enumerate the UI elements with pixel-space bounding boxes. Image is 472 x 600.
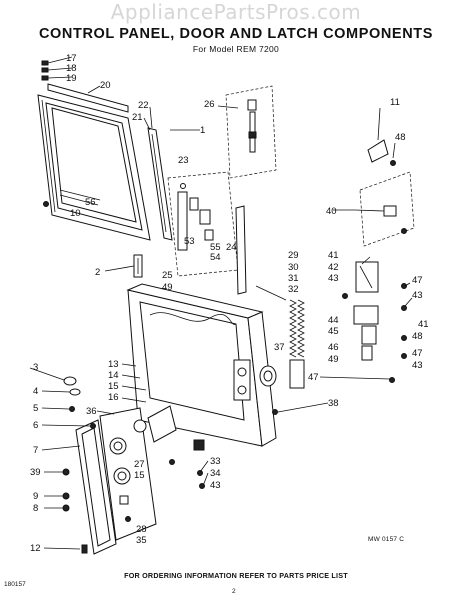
callout-32: 32: [288, 284, 299, 295]
control-panel-frame: [126, 283, 305, 447]
diagram-title: CONTROL PANEL, DOOR AND LATCH COMPONENTS: [38, 26, 433, 42]
callout-2: 2: [95, 267, 100, 278]
callout-7: 7: [33, 445, 38, 456]
footer-code: 180157: [4, 581, 26, 588]
callout-25: 25: [162, 270, 173, 281]
callout-30: 30: [288, 262, 299, 273]
callout-45: 45: [328, 326, 339, 337]
latch-assembly: [167, 171, 247, 295]
callout-43b: 43: [412, 290, 423, 301]
callout-50: 49: [328, 354, 339, 365]
callout-15: 15: [108, 381, 119, 392]
callout-20: 20: [100, 80, 111, 91]
callout-33: 33: [210, 456, 221, 467]
latch-parts-right: [272, 261, 407, 415]
upper-right-parts: [359, 139, 415, 247]
page-number: 2: [232, 588, 236, 595]
callout-3: 3: [33, 362, 38, 373]
control-knob-panel: [62, 376, 205, 555]
callout-1: 1: [200, 125, 205, 136]
callout-28: 28: [136, 524, 147, 535]
callout-labels: 17 18 19 20 22 21 1 26 23 56 10 53 55 24…: [30, 53, 429, 554]
callout-47: 47: [412, 275, 423, 286]
callout-41: 41: [328, 250, 339, 261]
watermark: AppliancePartsPros.com: [110, 0, 362, 24]
callout-10: 10: [70, 208, 81, 219]
callout-24: 24: [226, 242, 237, 253]
callout-6: 6: [33, 420, 38, 431]
callout-53: 54: [210, 252, 221, 263]
callout-31: 31: [288, 273, 299, 284]
callout-39: 39: [30, 467, 41, 478]
callout-13: 13: [108, 359, 119, 370]
callout-21: 21: [132, 112, 143, 123]
callout-36: 36: [86, 406, 97, 417]
callout-46: 46: [328, 342, 339, 353]
callout-43c: 43: [412, 360, 423, 371]
callout-26: 26: [204, 99, 215, 110]
callout-43d: 43: [210, 480, 221, 491]
callout-9: 9: [33, 491, 38, 502]
callout-54: 55: [210, 242, 221, 253]
door-assembly: [37, 60, 173, 278]
callout-52: 53: [184, 236, 195, 247]
callout-34: 34: [210, 468, 221, 479]
callout-11: 11: [390, 97, 400, 108]
leader-lines: [29, 56, 413, 550]
callout-23: 23: [178, 155, 189, 166]
callout-35: 35: [136, 535, 147, 546]
ordering-note: FOR ORDERING INFORMATION REFER TO PARTS …: [124, 571, 348, 580]
callout-5: 5: [33, 403, 38, 414]
callout-37: 37: [274, 342, 285, 353]
callout-42: 42: [328, 262, 339, 273]
model-subtitle: For Model REM 7200: [192, 44, 280, 54]
callout-4: 4: [33, 386, 38, 397]
callout-29: 29: [288, 250, 299, 261]
callout-27: 27: [134, 459, 145, 470]
callout-48: 48: [395, 132, 406, 143]
callout-19: 19: [66, 73, 77, 84]
callout-14: 14: [108, 370, 119, 381]
callout-55: 56: [85, 197, 96, 208]
callout-18: 18: [66, 63, 77, 74]
callout-17: 17: [66, 53, 77, 64]
callout-12: 12: [30, 543, 41, 554]
drawing-code: MW 0157 C: [368, 536, 405, 543]
callout-40: 40: [326, 206, 337, 217]
callout-41b: 41: [418, 319, 429, 330]
callout-48b: 48: [412, 331, 423, 342]
callout-43: 43: [328, 273, 339, 284]
callout-44: 44: [328, 315, 339, 326]
callout-8: 8: [33, 503, 38, 514]
callout-47b: 47: [412, 348, 423, 359]
callout-49: 49: [162, 282, 173, 293]
switch-assembly: [225, 85, 277, 179]
callout-22: 22: [138, 100, 149, 111]
callout-16: 16: [108, 392, 119, 403]
callout-47c: 47: [308, 372, 319, 383]
callout-15b: 15: [134, 470, 145, 481]
callout-38: 38: [328, 398, 339, 409]
